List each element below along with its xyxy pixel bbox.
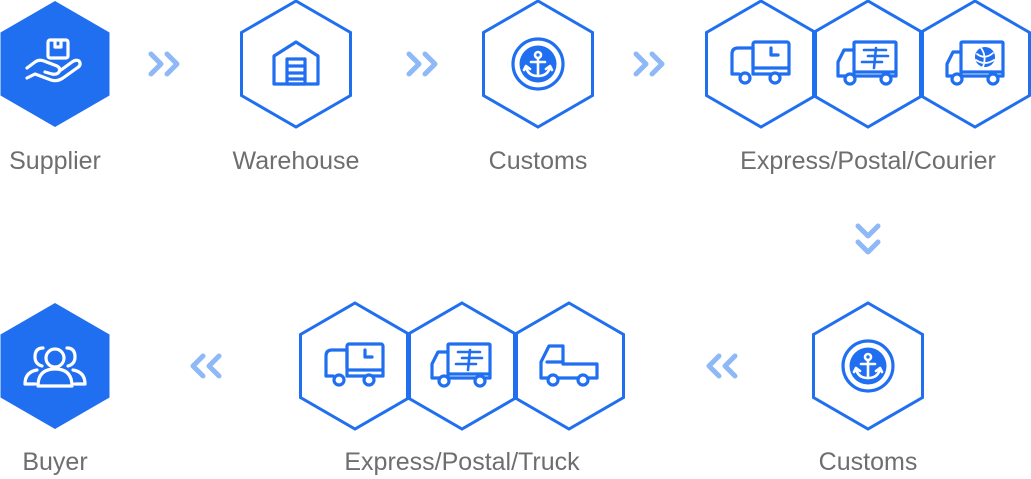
buyer-node [0, 303, 110, 429]
arrow-right-icon [409, 54, 435, 74]
arrow-right-icon [636, 54, 662, 74]
warehouse-icon [272, 40, 320, 86]
hexagon-outline [240, 0, 352, 129]
supplier-node [0, 1, 110, 127]
supplier-label: Supplier [9, 147, 101, 175]
express-postal-truck-label: Express/Postal/Truck [344, 448, 580, 476]
arrow-down-icon [855, 223, 881, 255]
warehouse-node [240, 0, 352, 129]
globe-truck-icon [945, 40, 1005, 86]
hexagon-outline [919, 0, 1031, 129]
arrow-left-icon [709, 356, 735, 376]
customs-top-node [482, 0, 594, 129]
anchor-icon [511, 37, 565, 91]
users-icon [23, 346, 87, 388]
buyer-label: Buyer [22, 448, 88, 476]
anchor-icon [841, 339, 895, 393]
clock-truck-icon [324, 342, 385, 387]
postal-truck-icon [836, 40, 898, 86]
hexagon-outline [705, 0, 817, 129]
hand-box-icon [25, 38, 82, 83]
hexagon-outline [513, 301, 625, 431]
arrow-right-icon [151, 54, 177, 74]
customs-top-label: Customs [488, 147, 588, 175]
customs-bottom-label: Customs [818, 448, 918, 476]
express-postal-courier-node [705, 0, 1031, 129]
customs-bottom-node [812, 301, 924, 431]
hexagon-outline [406, 301, 518, 431]
express-postal-courier-label: Express/Postal/Courier [740, 147, 996, 175]
postal-truck-icon [430, 342, 492, 388]
hexagon-outline [812, 0, 924, 129]
express-postal-truck-node [299, 301, 625, 431]
hexagon-outline [299, 301, 411, 431]
pickup-truck-icon [539, 344, 599, 387]
clock-truck-icon [730, 40, 791, 85]
warehouse-label: Warehouse [232, 147, 360, 175]
arrow-left-icon [193, 356, 219, 376]
